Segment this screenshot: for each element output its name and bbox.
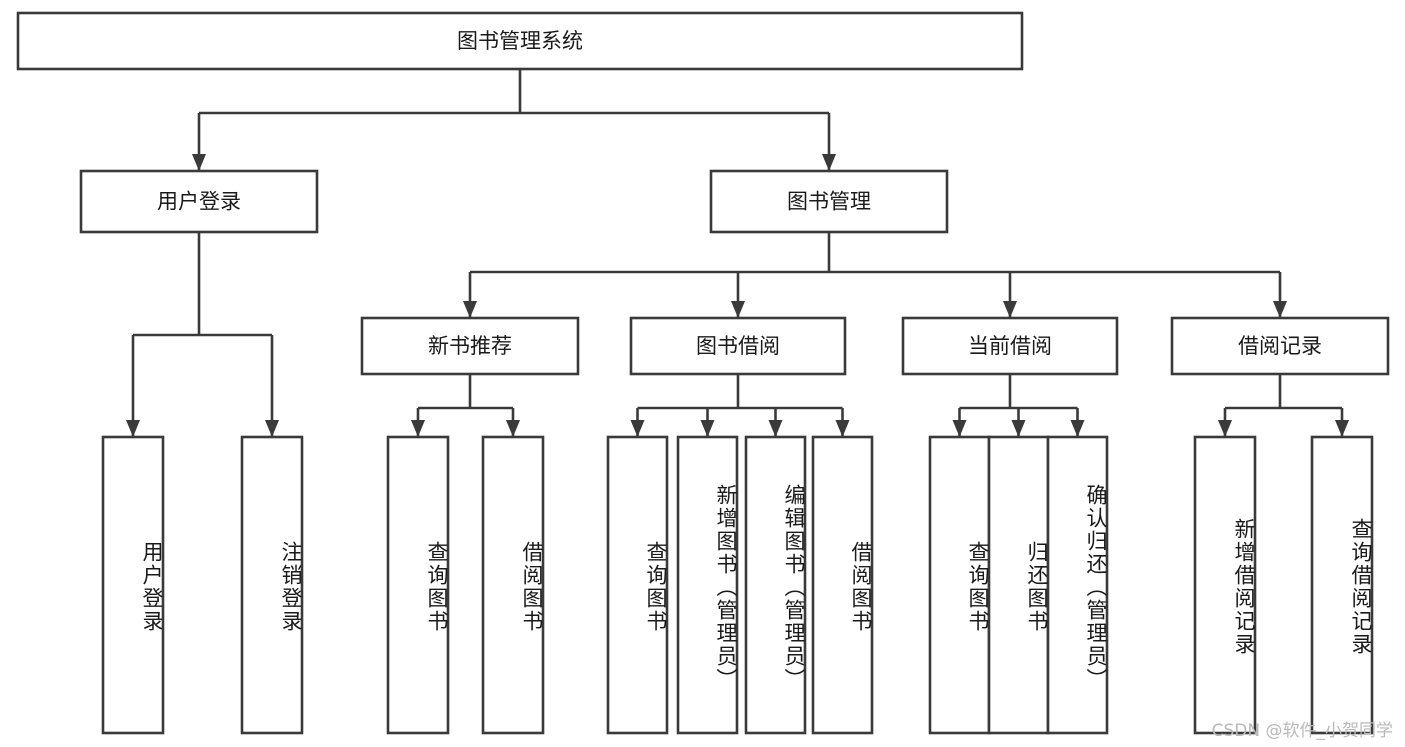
node-box-nbr-borrow-book[interactable] [481,435,545,735]
node-box-cb-confirm-return[interactable] [1046,435,1109,735]
node-label-new-book-recommend: 新书推荐 [428,334,512,358]
node-label-current-borrow: 当前借阅 [968,334,1052,358]
node-box-root[interactable] [16,11,1024,71]
node-box-br-add-record[interactable] [1193,435,1257,735]
node-label-book-management: 图书管理 [787,190,871,214]
node-box-nbr-query-book[interactable] [386,435,450,735]
node-box-br-query-record[interactable] [1310,435,1374,735]
node-box-user-login-do[interactable] [101,435,165,735]
node-box-book-management[interactable] [709,169,949,234]
node-label-borrow-records: 借阅记录 [1238,334,1322,358]
node-box-cb-return-book[interactable] [987,435,1050,735]
node-box-current-borrow[interactable] [901,316,1119,376]
node-box-layer [16,11,1390,735]
node-label-root: 图书管理系统 [457,29,583,53]
node-label-book-borrow: 图书借阅 [696,334,780,358]
node-box-bb-add-book[interactable] [676,435,739,735]
node-label-user-login: 用户登录 [157,190,241,214]
node-box-user-logout[interactable] [240,435,304,735]
node-box-cb-query-book[interactable] [928,435,991,735]
node-box-new-book-recommend[interactable] [360,316,580,376]
node-box-book-borrow[interactable] [629,316,847,376]
node-box-bb-query-book[interactable] [606,435,669,735]
node-box-borrow-records[interactable] [1170,316,1390,376]
connector-layer [126,69,1349,437]
watermark: CSDN @软件_小贺同学 [1211,721,1393,741]
node-box-bb-borrow-book[interactable] [811,435,874,735]
node-box-user-login[interactable] [79,169,319,234]
node-box-bb-edit-book[interactable] [744,435,807,735]
